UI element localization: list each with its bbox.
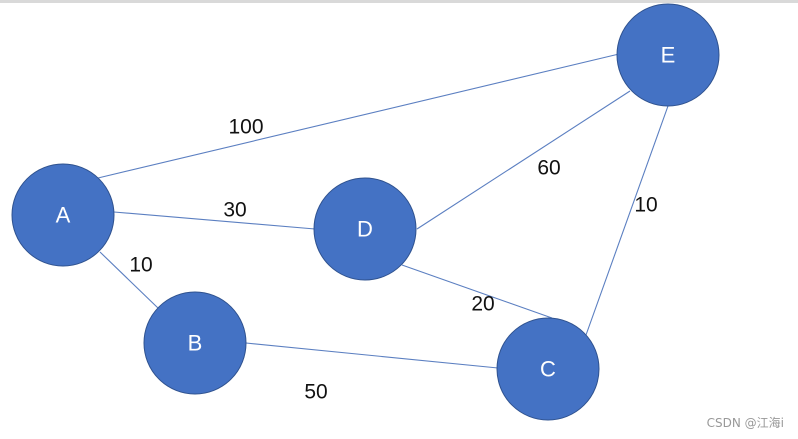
node-c: C bbox=[496, 317, 600, 421]
node-label-b: B bbox=[188, 331, 203, 356]
edge-weights-layer: 100 30 10 60 10 20 50 bbox=[129, 116, 657, 404]
edge-b-c bbox=[245, 342, 499, 369]
edge-weight-b-c: 50 bbox=[304, 381, 327, 404]
node-a: A bbox=[11, 163, 115, 267]
edge-weight-a-d: 30 bbox=[223, 199, 246, 222]
node-d: D bbox=[313, 177, 417, 281]
node-circle-e bbox=[616, 3, 720, 107]
edge-weight-d-e: 60 bbox=[537, 157, 560, 180]
edge-a-e bbox=[97, 53, 620, 179]
node-b: B bbox=[143, 291, 247, 395]
edge-d-e bbox=[416, 90, 631, 230]
top-border-line bbox=[0, 0, 798, 3]
edge-e-c bbox=[585, 105, 669, 336]
node-label-e: E bbox=[661, 43, 676, 68]
edge-weight-a-b: 10 bbox=[129, 254, 152, 277]
edge-a-b bbox=[99, 251, 160, 310]
edge-d-c bbox=[401, 264, 553, 319]
edge-weight-e-c: 10 bbox=[634, 194, 657, 217]
node-circle-d bbox=[313, 177, 417, 281]
node-label-d: D bbox=[357, 217, 373, 242]
edge-weight-a-e: 100 bbox=[228, 116, 263, 139]
node-label-c: C bbox=[540, 357, 556, 382]
node-e: E bbox=[616, 3, 720, 107]
node-circle-b bbox=[143, 291, 247, 395]
node-label-a: A bbox=[56, 203, 71, 228]
node-circle-a bbox=[11, 163, 115, 267]
nodes-layer: A B C D E bbox=[11, 3, 720, 421]
edge-weight-d-c: 20 bbox=[471, 293, 494, 316]
watermark: CSDN @江海i bbox=[706, 416, 784, 430]
edges-layer bbox=[97, 53, 669, 369]
node-circle-c bbox=[496, 317, 600, 421]
edge-a-d bbox=[113, 211, 316, 230]
